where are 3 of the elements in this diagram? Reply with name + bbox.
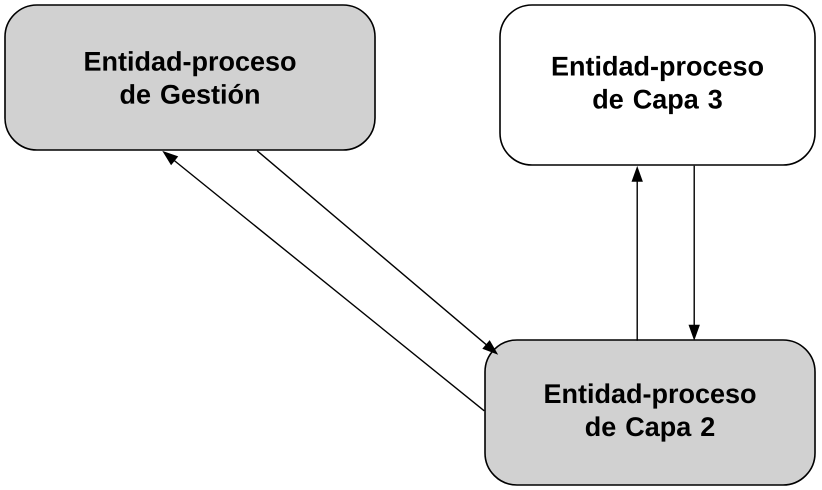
process-box: Entidad-proceso de Gestión [4,4,376,151]
process-box: Entidad-proceso de Capa 3 [499,4,816,166]
process-box: Entidad-proceso de Capa 2 [484,339,816,486]
